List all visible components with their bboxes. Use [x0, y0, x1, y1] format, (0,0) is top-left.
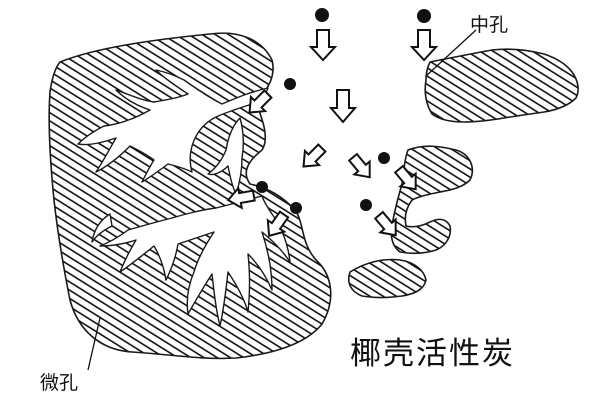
micropore-label: 微孔	[40, 372, 79, 394]
adsorbate-molecule	[417, 9, 431, 23]
carbon-body-right-lower	[347, 258, 427, 299]
arrow-down-icon	[308, 29, 338, 62]
adsorbate-molecule	[256, 181, 268, 193]
mesopore-label: 中孔	[470, 14, 509, 36]
arrow-down-icon	[266, 210, 290, 238]
adsorbate-molecule	[290, 202, 302, 214]
adsorbate-molecule	[360, 199, 372, 211]
micropore-channel-lower	[99, 195, 291, 327]
arrow-down-icon	[347, 152, 371, 179]
carbon-body-upper-right	[424, 48, 579, 123]
micropore-slit	[91, 213, 113, 243]
arrow-down-icon	[226, 185, 256, 210]
micropore-channel-upper	[77, 69, 269, 183]
micropore-branch-mid	[207, 117, 245, 195]
adsorbate-molecule	[315, 8, 329, 22]
arrow-down-icon	[373, 210, 397, 237]
mesopore-leader-line	[425, 29, 477, 77]
adsorbate-molecule	[284, 78, 296, 90]
arrow-down-icon	[302, 143, 327, 168]
diffusion-arrows	[226, 29, 439, 238]
micropore-leader-line	[87, 317, 101, 371]
adsorbate-molecule	[378, 152, 390, 164]
arrow-down-icon	[248, 89, 273, 114]
material-label: 椰壳活性炭	[350, 336, 515, 372]
arrow-down-icon	[409, 29, 439, 62]
carbon-body-right-mid	[390, 145, 474, 255]
arrow-down-icon	[328, 89, 358, 124]
carbon-body-main	[48, 32, 332, 360]
arrow-down-icon	[393, 164, 417, 191]
